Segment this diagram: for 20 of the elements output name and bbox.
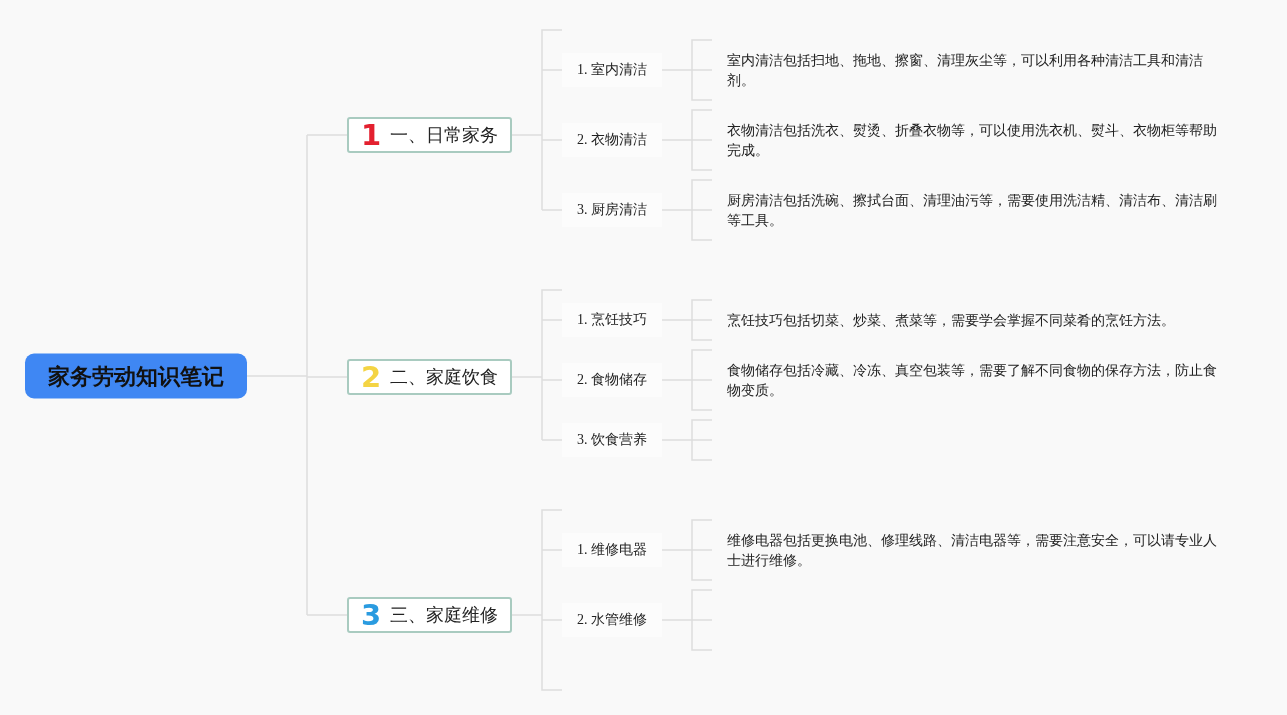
number-marker: 2 <box>360 362 382 392</box>
connector-line <box>511 69 563 211</box>
note-text: 食物储存包括冷藏、冷冻、真空包装等，需要了解不同食物的保存方法，防止食物变质。 <box>712 360 1221 400</box>
topic-box <box>347 117 512 153</box>
connector-line <box>511 549 563 621</box>
number-marker: 1 <box>360 120 382 150</box>
connector-line <box>246 134 348 616</box>
topic-title: 二、家庭饮食 <box>390 366 499 389</box>
topic-box <box>347 597 512 633</box>
note-text: 厨房清洁包括洗碗、擦拭台面、清理油污等，需要使用洗洁精、清洁布、清洁刷等工具。 <box>712 190 1221 230</box>
number-marker: 3 <box>360 600 382 630</box>
note-text: 烹饪技巧包括切菜、炒菜、煮菜等，需要学会掌握不同菜肴的烹饪方法。 <box>712 310 1221 330</box>
topic-box <box>347 359 512 395</box>
note-text: 室内清洁包括扫地、拖地、擦窗、清理灰尘等，可以利用各种清洁工具和清洁剂。 <box>712 50 1221 90</box>
connector-line <box>511 319 563 441</box>
note-text: 衣物清洁包括洗衣、熨烫、折叠衣物等，可以使用洗衣机、熨斗、衣物柜等帮助完成。 <box>712 120 1221 160</box>
root-topic-box: 家务劳动知识笔记 <box>25 353 247 399</box>
topic-title: 三、家庭维修 <box>390 604 499 627</box>
note-text: 维修电器包括更换电池、修理线路、清洁电器等，需要注意安全，可以请专业人士进行维修。 <box>712 530 1221 570</box>
topic-title: 一、日常家务 <box>390 124 499 147</box>
